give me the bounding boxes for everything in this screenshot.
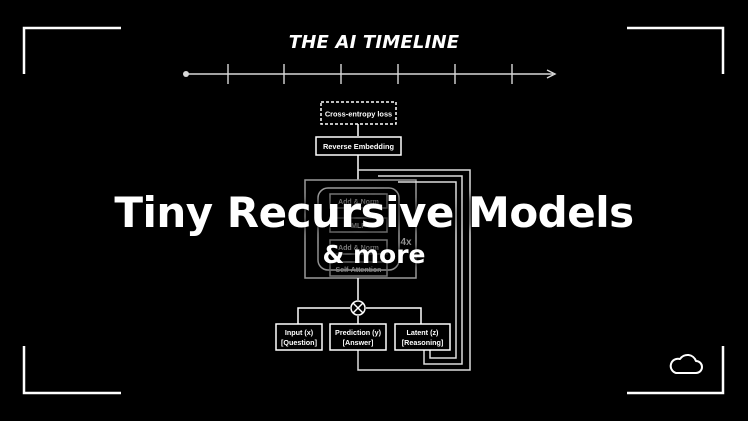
bracket-bottom-left [22, 346, 121, 395]
input-label-line1: Input (x) [285, 328, 314, 337]
reverse-embedding-label: Reverse Embedding [323, 142, 395, 151]
prediction-label-line1: Prediction (y) [335, 328, 382, 337]
architecture-diagram [275, 101, 471, 371]
recursion-loop-middle [378, 175, 463, 365]
repeat-label: 4x [400, 237, 412, 248]
transformer-inner-box [317, 187, 400, 271]
series-title: THE AI TIMELINE [288, 32, 460, 53]
timeline-start-dot [183, 71, 189, 77]
corner-brackets [22, 26, 725, 395]
cloud-icon [669, 354, 703, 374]
latent-box [394, 323, 451, 351]
subtitle: & more [322, 240, 426, 269]
add-norm-top-label: Add & Norm [338, 199, 379, 206]
prediction-label-line2: [Answer] [343, 338, 374, 347]
main-title: Tiny Recursive Models [114, 188, 634, 237]
input-label-line2: [Question] [281, 338, 317, 347]
mlp-label: MLP [351, 223, 366, 230]
loss-label: Cross-entropy loss [325, 110, 392, 119]
add-norm-bottom-box [329, 239, 388, 255]
add-norm-bottom-label: Add & Norm [338, 245, 379, 252]
transformer-outer-box [304, 179, 417, 279]
recursion-loop-outer [357, 169, 471, 371]
self-attention-label: Self-Attention [336, 267, 382, 274]
add-norm-top-box [329, 193, 388, 209]
bracket-top-left [22, 26, 121, 74]
loss-box [320, 101, 397, 125]
prediction-box [329, 323, 387, 351]
timeline-axis [186, 64, 557, 84]
self-attention-box [329, 261, 388, 277]
recursion-loop-inner [398, 181, 457, 359]
latent-label-line1: Latent (z) [407, 328, 440, 337]
bracket-top-right [627, 26, 725, 74]
input-box [275, 323, 323, 351]
mlp-box [329, 217, 388, 233]
bracket-bottom-right [627, 346, 725, 395]
latent-label-line2: [Reasoning] [402, 338, 444, 347]
